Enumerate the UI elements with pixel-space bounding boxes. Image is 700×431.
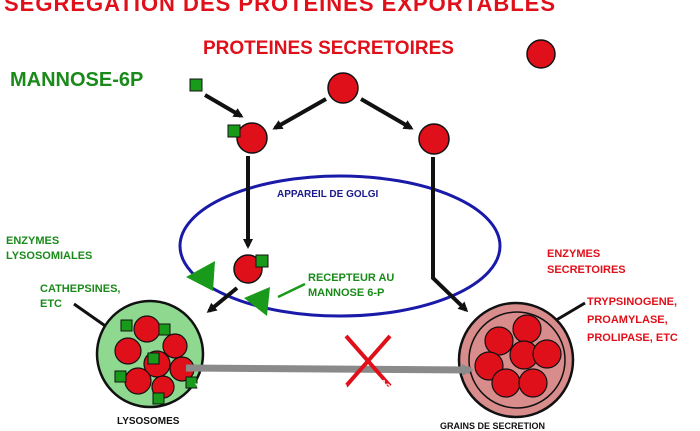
label-lysosomal-enzymes-1: ENZYMES <box>6 235 60 247</box>
label-receptor-1: RECEPTEUR AU <box>308 272 395 284</box>
label-lysosomes: LYSOSOMES <box>117 416 180 427</box>
label-receptor-2: MANNOSE 6-P <box>308 287 385 299</box>
protein-left <box>236 122 268 154</box>
label-lysosomal-enzymes-2: LYSOSOMIALES <box>6 250 93 262</box>
arrow-right-down <box>431 157 469 313</box>
blocked-cross <box>344 334 392 388</box>
arrow-top-to-left <box>272 97 327 130</box>
receptor-triangle-1 <box>186 261 215 291</box>
label-trypsin-1: TRYPSINOGENE, <box>587 296 678 308</box>
arrow-lysosome-to-granule <box>185 363 474 376</box>
protein-golgi <box>233 254 263 284</box>
label-secretory-enzymes-1: ENZYMES <box>547 248 601 260</box>
label-mannose: MANNOSE-6P <box>10 69 144 91</box>
label-trypsin-2: PROAMYLASE, <box>587 314 668 326</box>
label-trypsin-3: PROLIPASE, ETC <box>587 332 678 344</box>
arrow-mannose-to-protein <box>203 93 244 118</box>
mannose-legend-square <box>189 78 203 92</box>
protein-right <box>418 123 450 155</box>
mannose-tag-1 <box>227 124 241 138</box>
secretory-protein-legend-dot <box>526 39 556 69</box>
golgi-apparatus <box>178 174 502 318</box>
lysosome <box>95 299 205 409</box>
label-secretory-proteins: PROTEINES SECRETOIRES <box>203 38 454 59</box>
label-cathepsines-1: CATHEPSINES, <box>40 283 121 295</box>
receptor-pointer <box>277 282 306 299</box>
label-golgi: APPAREIL DE GOLGI <box>277 189 379 200</box>
label-cathepsines-2: ETC <box>40 298 62 310</box>
protein-top <box>327 72 359 104</box>
receptor-triangle-2 <box>244 287 270 316</box>
label-granules: GRAINS DE SECRETION <box>440 421 546 431</box>
label-secretory-enzymes-2: SECRETOIRES <box>547 264 626 276</box>
arrow-top-to-right <box>359 97 414 130</box>
diagram-title: SEGREGATION DES PROTEINES EXPORTABLES <box>4 0 557 16</box>
secretory-granule <box>457 301 575 419</box>
mannose-tag-2 <box>255 254 269 268</box>
watermark: yourchiropractichealth.com <box>195 377 434 396</box>
arrow-golgi-to-lysosome <box>206 286 239 313</box>
